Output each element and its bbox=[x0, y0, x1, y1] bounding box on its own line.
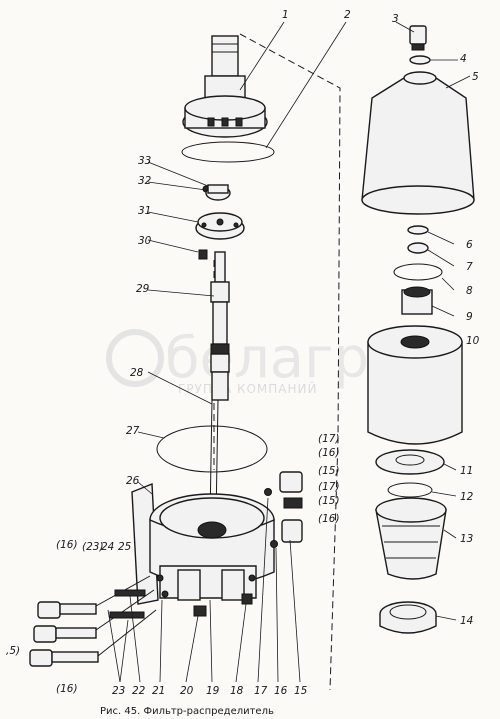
label-13: 13 bbox=[460, 533, 473, 545]
label-12: 12 bbox=[460, 491, 474, 503]
label-32: 32 bbox=[138, 175, 152, 187]
part-15-17-fittings bbox=[264, 471, 303, 548]
label-paren-17b: (17) bbox=[318, 481, 340, 493]
part-number-labels: 1 2 3 4 5 6 7 8 9 10 11 12 13 14 33 32 3… bbox=[6, 9, 480, 697]
part-20-plug bbox=[193, 605, 207, 617]
label-8: 8 bbox=[466, 285, 473, 297]
part-2-seal-ring bbox=[181, 141, 275, 163]
part-12-ring bbox=[387, 482, 433, 498]
part-18-plug bbox=[241, 593, 253, 605]
label-11: 11 bbox=[460, 465, 473, 477]
label-28: 28 bbox=[130, 367, 144, 379]
label-17: 17 bbox=[254, 685, 268, 697]
watermark-logo-icon bbox=[106, 329, 164, 387]
part-30-screw bbox=[198, 249, 208, 260]
part-13-filter-cartridge bbox=[375, 497, 447, 580]
label-paren-15a: (15) bbox=[318, 465, 340, 477]
part-29-shaft bbox=[210, 251, 230, 401]
part-11-plate bbox=[375, 449, 445, 475]
part-16-25-bolts bbox=[29, 575, 157, 667]
label-33: 33 bbox=[138, 155, 151, 167]
label-7: 7 bbox=[466, 261, 473, 273]
label-paren-16c: (16) bbox=[56, 539, 78, 551]
part-31-flange bbox=[195, 212, 245, 240]
part-10-filter-body bbox=[367, 325, 463, 445]
label-16: 16 bbox=[274, 685, 288, 697]
label-9: 9 bbox=[466, 311, 473, 323]
watermark-brand: белагро bbox=[165, 326, 403, 391]
label-27: 27 bbox=[126, 425, 140, 437]
label-18: 18 bbox=[230, 685, 244, 697]
label-3: 3 bbox=[392, 13, 399, 25]
part-9-plug bbox=[401, 286, 433, 315]
label-21: 21 bbox=[152, 685, 165, 697]
part-5-cover bbox=[361, 71, 475, 215]
label-14: 14 bbox=[460, 615, 473, 627]
label-6: 6 bbox=[466, 239, 473, 251]
part-26-base-housing bbox=[131, 482, 275, 605]
part-6-nut bbox=[407, 225, 429, 235]
label-2: 2 bbox=[344, 9, 351, 21]
part-27-gasket bbox=[156, 425, 268, 473]
label-20: 20 bbox=[180, 685, 194, 697]
label-30: 30 bbox=[138, 235, 152, 247]
watermark: белагро ГРУППА КОМПАНИЙ bbox=[106, 326, 403, 396]
label-10: 10 bbox=[466, 335, 480, 347]
part-14-bottom-ring bbox=[379, 601, 437, 634]
part-7-washer bbox=[407, 242, 429, 254]
label-paren-16d: (16) bbox=[56, 683, 78, 695]
label-paren-23: (23) bbox=[82, 541, 104, 553]
label-26: 26 bbox=[126, 475, 140, 487]
label-29: 29 bbox=[136, 283, 150, 295]
label-15: 15 bbox=[294, 685, 308, 697]
label-31: 31 bbox=[138, 205, 151, 217]
figure-caption: Рис. 45. Фильтр-распределитель bbox=[100, 706, 274, 717]
watermark-sub: ГРУППА КОМПАНИЙ bbox=[178, 381, 317, 396]
label-5: 5 bbox=[472, 71, 479, 83]
leader-lines bbox=[107, 21, 471, 683]
part-32-33-nut bbox=[202, 184, 231, 201]
label-24: 24 bbox=[101, 541, 114, 553]
part-1-valve-housing bbox=[182, 35, 268, 138]
label-4: 4 bbox=[460, 53, 467, 65]
part-8-snap-ring bbox=[393, 263, 443, 281]
label-19: 19 bbox=[206, 685, 220, 697]
label-25: 25 bbox=[118, 541, 132, 553]
label-23: 23 bbox=[112, 685, 125, 697]
label-paren-17a: (17) bbox=[318, 433, 340, 445]
label-paren-15b: (15) bbox=[318, 495, 340, 507]
label-paren-5: ,5) bbox=[6, 645, 20, 657]
label-paren-16a: (16) bbox=[318, 447, 340, 459]
label-22: 22 bbox=[132, 685, 146, 697]
label-1: 1 bbox=[282, 9, 289, 21]
label-paren-16b: (16) bbox=[318, 513, 340, 525]
